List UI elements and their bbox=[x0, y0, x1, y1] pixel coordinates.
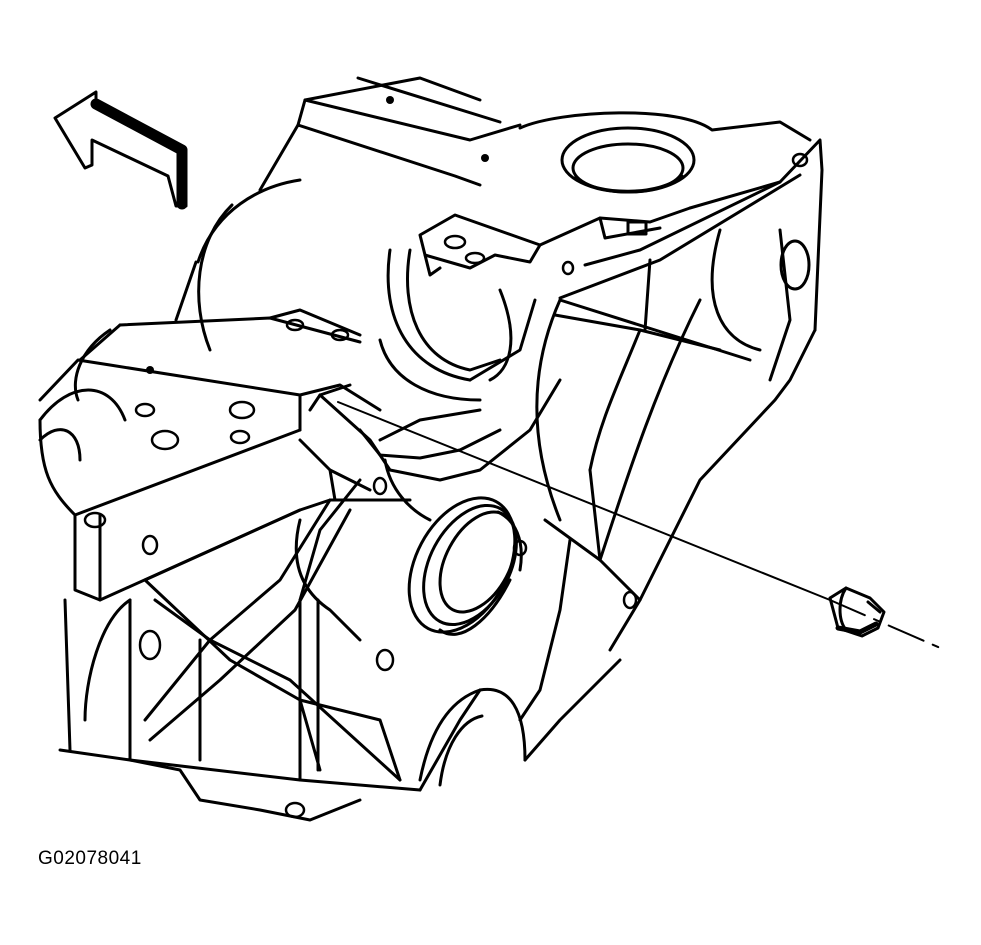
front-deck bbox=[40, 310, 380, 600]
installation-centerline bbox=[338, 402, 945, 650]
dots bbox=[146, 96, 489, 374]
front-seal-bore bbox=[310, 380, 560, 650]
lower-crank-bore bbox=[420, 660, 620, 785]
front-face-ribs bbox=[60, 440, 480, 820]
main-bearing-saddle bbox=[176, 180, 535, 400]
rear-bore bbox=[520, 113, 810, 192]
top-rail bbox=[260, 78, 520, 190]
center-ribs bbox=[520, 300, 700, 720]
front-direction-arrow-icon bbox=[55, 92, 186, 206]
bolt-holes bbox=[85, 154, 807, 817]
bearing-cap-boss bbox=[420, 208, 690, 275]
rear-flange bbox=[555, 140, 822, 650]
plug-icon bbox=[830, 588, 884, 636]
left-bore bbox=[40, 330, 125, 515]
figure-code: G02078041 bbox=[38, 848, 142, 869]
